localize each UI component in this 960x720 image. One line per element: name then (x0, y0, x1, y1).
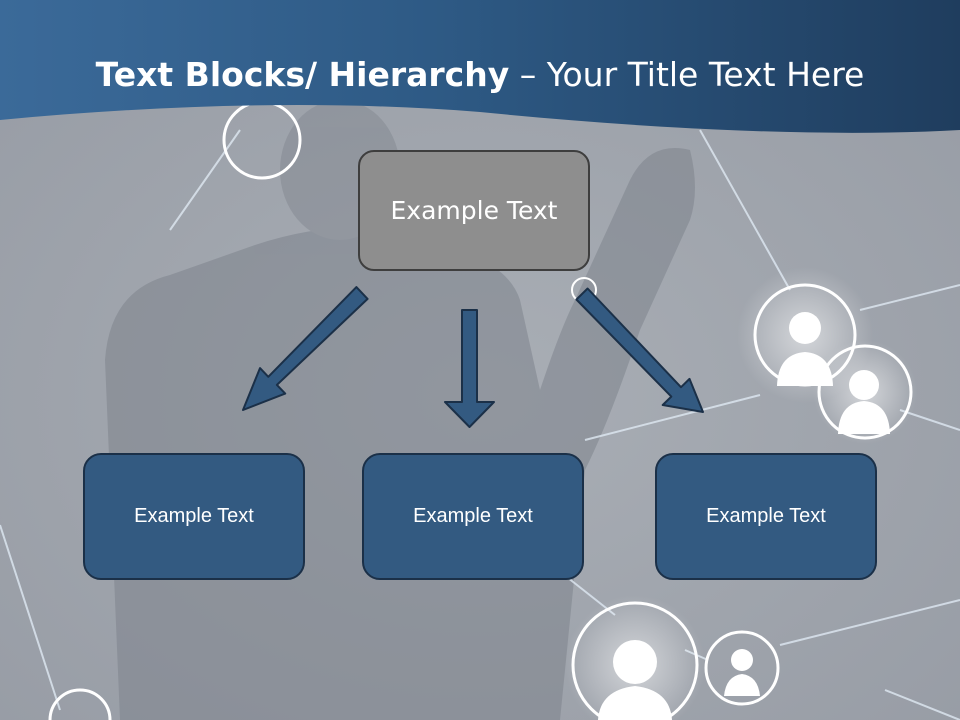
top-text-block: Example Text (358, 150, 590, 271)
hierarchy-arrows (242, 286, 704, 428)
title-normal-text: Your Title Text Here (546, 55, 865, 94)
page-title: Text Blocks/ Hierarchy – Your Title Text… (0, 52, 960, 98)
arrow-left (242, 286, 369, 411)
title-bold-text: Text Blocks/ Hierarchy (95, 55, 510, 94)
arrow-middle (444, 309, 495, 428)
title-separator: – (509, 55, 547, 94)
child-text-block-middle: Example Text (362, 453, 584, 580)
child-text-block-right: Example Text (655, 453, 877, 580)
network-node-icons (48, 100, 917, 720)
arrow-right (575, 287, 704, 413)
title-band (0, 0, 960, 133)
child-text-block-left: Example Text (83, 453, 305, 580)
